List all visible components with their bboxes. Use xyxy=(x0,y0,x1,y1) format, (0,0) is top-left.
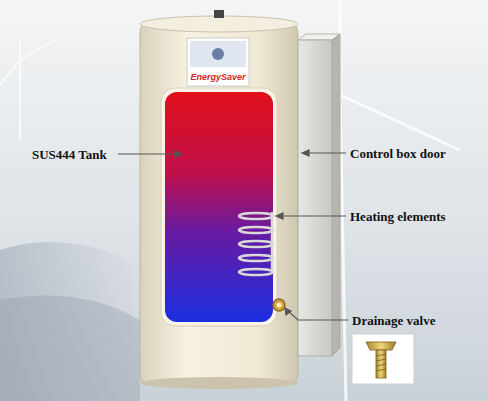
part-label: Heating elements xyxy=(350,209,446,224)
part-label: SUS444 Tank xyxy=(32,147,107,162)
part-label: Drainage valve xyxy=(352,313,435,328)
brand-logo-text: EnergySaver xyxy=(190,72,245,82)
part-label: Control box door xyxy=(350,146,446,161)
